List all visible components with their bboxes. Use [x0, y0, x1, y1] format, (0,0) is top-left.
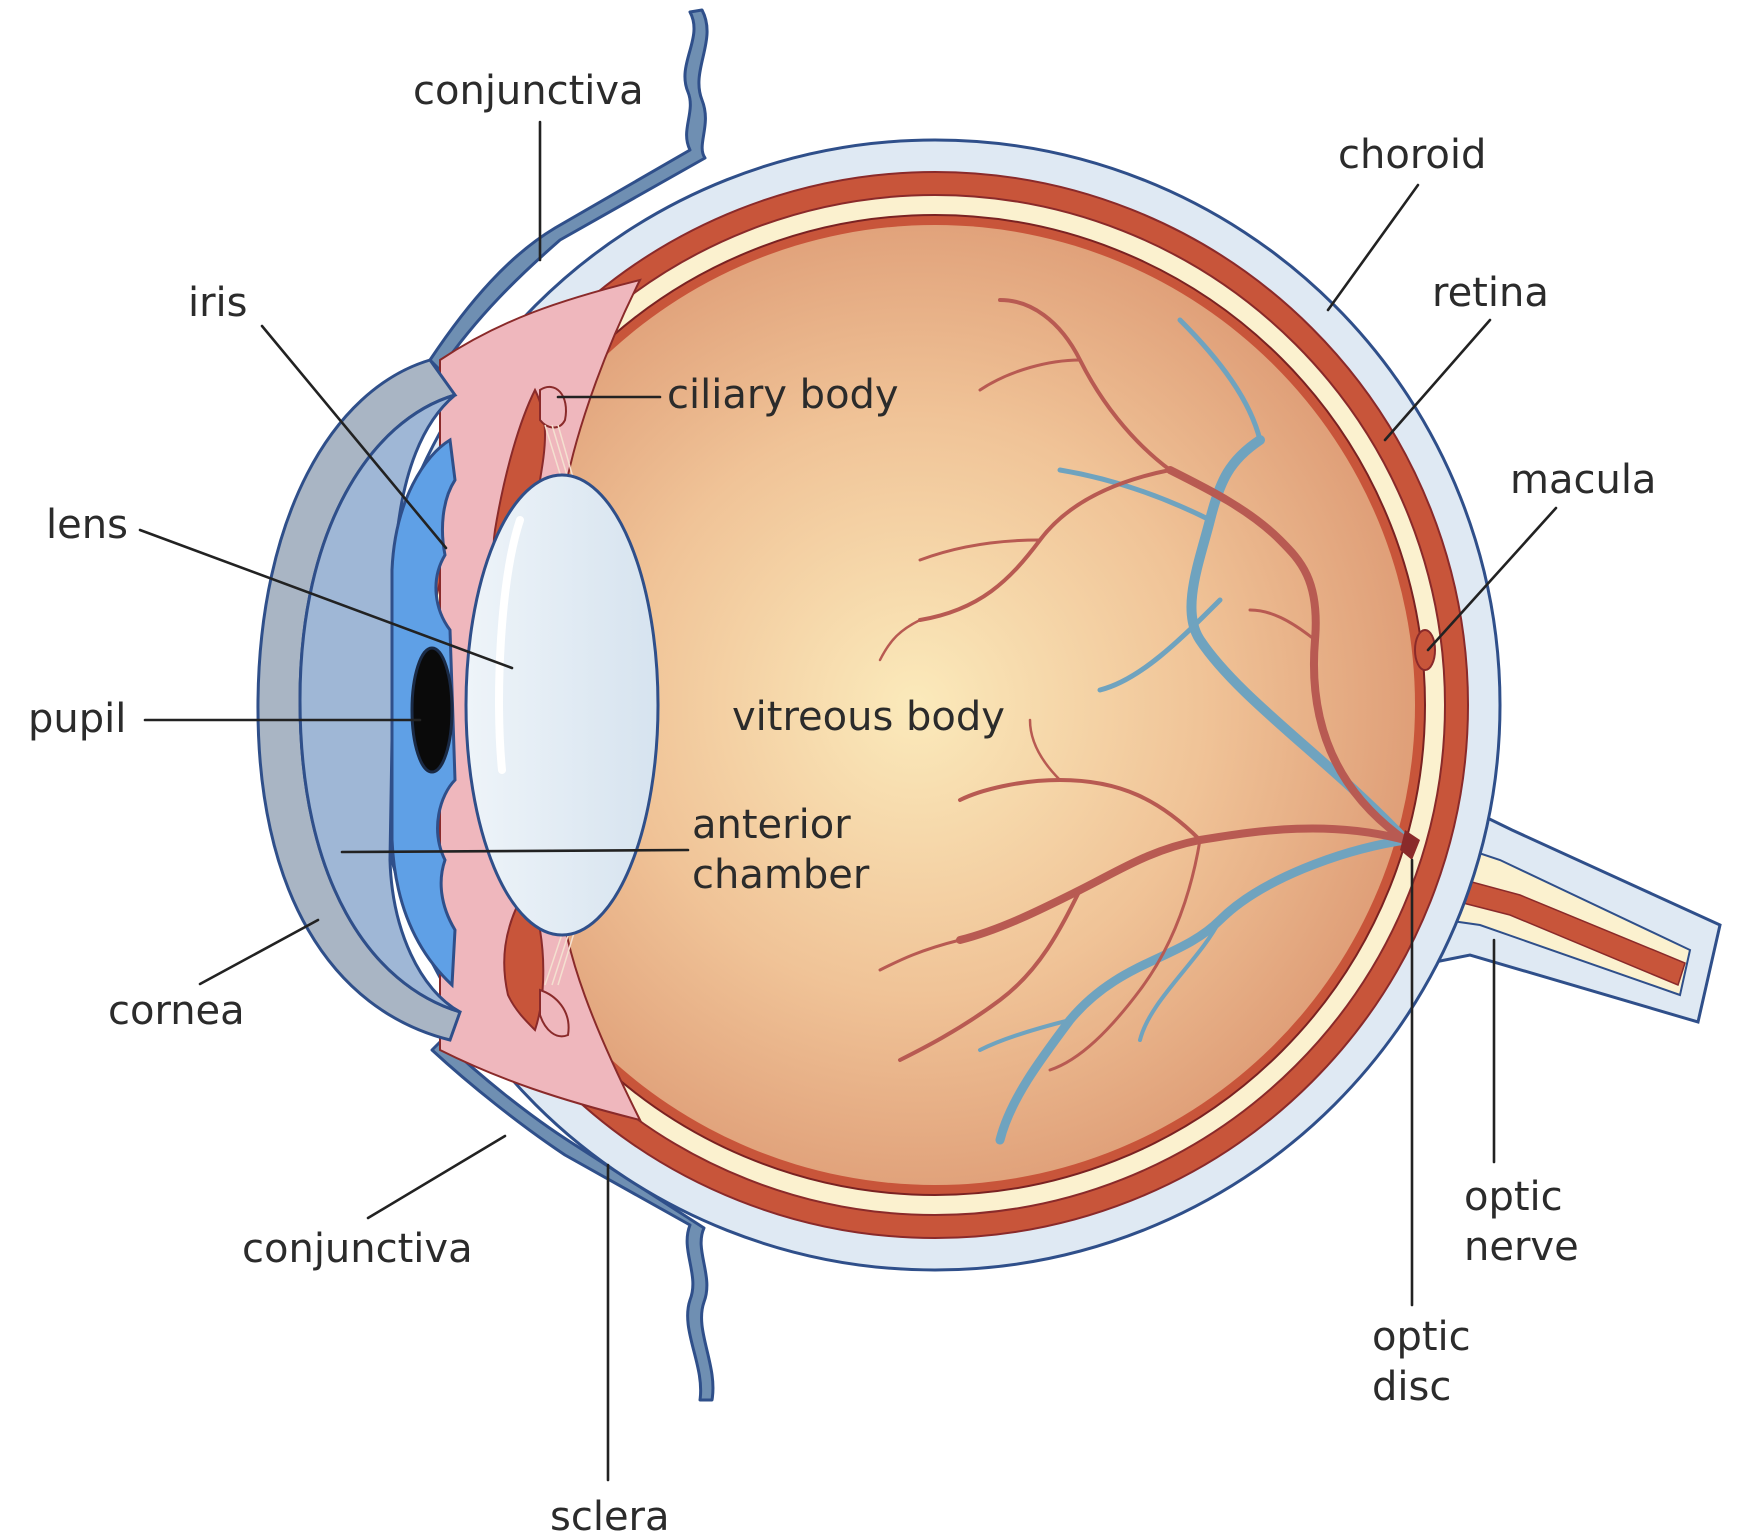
retinal-vessels: [878, 298, 1410, 1145]
label-pupil: pupil: [28, 696, 126, 742]
label-optic-disc-line2: disc: [1372, 1364, 1451, 1410]
label-conjunctiva-top: conjunctiva: [413, 68, 644, 114]
macula-shape: [1414, 629, 1436, 671]
label-anterior-chamber-line2: chamber: [692, 852, 870, 898]
label-anterior-chamber-line1: anterior: [692, 802, 851, 848]
lens-shape: [464, 473, 660, 937]
label-ciliary-body: ciliary body: [667, 372, 899, 418]
label-cornea: cornea: [108, 988, 245, 1034]
label-vitreous-body: vitreous body: [732, 694, 1005, 740]
label-lens: lens: [46, 502, 128, 548]
label-choroid: choroid: [1338, 132, 1486, 178]
label-macula: macula: [1510, 457, 1656, 503]
pupil-shape: [410, 646, 454, 774]
label-sclera: sclera: [550, 1494, 670, 1536]
label-conjunctiva-bottom: conjunctiva: [242, 1226, 473, 1272]
labels: conjunctiva choroid retina iris ciliary …: [28, 68, 1656, 1536]
label-optic-nerve-line2: nerve: [1464, 1224, 1579, 1270]
optic-nerve-shape: [1409, 787, 1722, 1024]
label-optic-disc-line1: optic: [1372, 1314, 1471, 1360]
lens-highlight: [495, 516, 524, 774]
leader-lines: [138, 120, 1558, 1482]
label-iris: iris: [188, 280, 248, 326]
vitreous-body-shape: [455, 225, 1415, 1185]
label-optic-nerve-line1: optic: [1464, 1174, 1563, 1220]
label-retina: retina: [1432, 270, 1549, 316]
optic-disc-shape: [1400, 830, 1420, 860]
